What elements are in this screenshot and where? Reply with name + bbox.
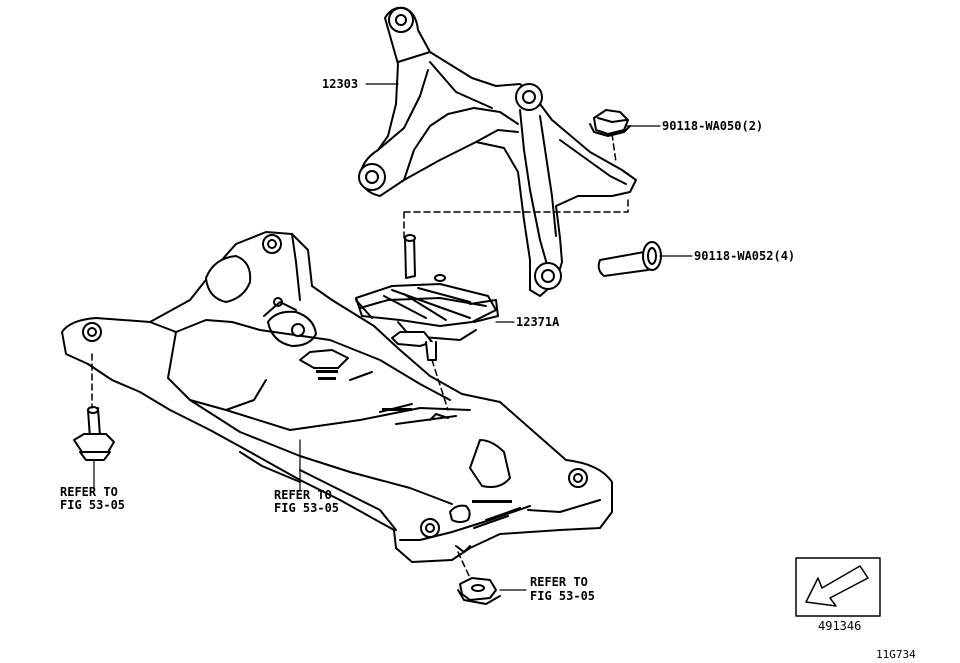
stud-bolt-left-drawing — [73, 406, 115, 461]
refer-left-line1[interactable]: REFER TO — [60, 485, 118, 499]
engine-mount-bracket-drawing — [358, 6, 637, 297]
refer-left-line2[interactable]: FIG 53-05 — [60, 498, 126, 512]
alignment-lines — [91, 133, 629, 579]
refer-bottom-line2[interactable]: FIG 53-05 — [530, 589, 596, 603]
front-arrow-number: 491346 — [818, 619, 862, 633]
flange-nut-bottom-drawing — [457, 577, 501, 605]
front-direction-arrow-icon — [795, 557, 881, 617]
crossmember-markings — [316, 370, 512, 503]
crossmember-drawing — [61, 231, 613, 563]
refer-center-line2[interactable]: FIG 53-05 — [274, 501, 340, 515]
refer-center-line1[interactable]: REFER TO — [274, 488, 332, 502]
part-number-bolt-long[interactable]: 90118-WA052(4) — [694, 249, 796, 263]
part-number-bolt-small[interactable]: 90118-WA050(2) — [662, 119, 764, 133]
insulator-drawing — [355, 234, 499, 361]
bolt-small-drawing — [589, 109, 631, 137]
figure-code: 11G734 — [876, 648, 916, 661]
bolt-long-drawing — [597, 241, 662, 277]
leader-lines — [93, 83, 693, 591]
refer-bottom-line1[interactable]: REFER TO — [530, 575, 588, 589]
part-number-insulator[interactable]: 12371A — [516, 315, 560, 329]
part-number-12303[interactable]: 12303 — [322, 77, 359, 91]
